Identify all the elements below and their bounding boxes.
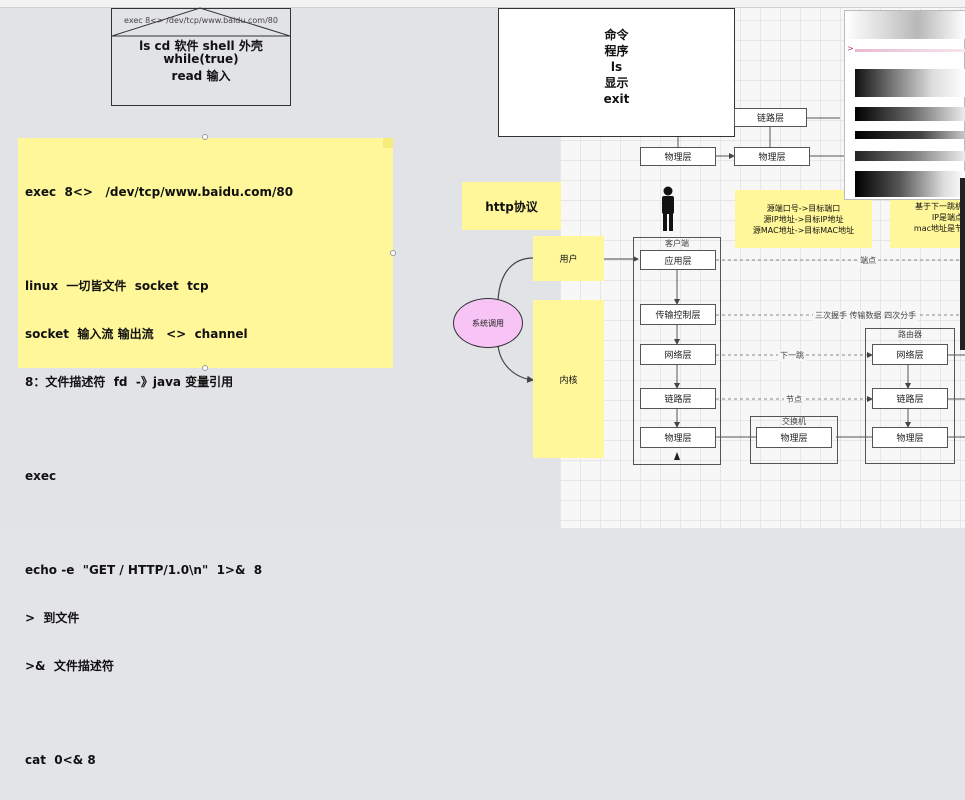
router-physical-layer[interactable]: 物理层 (872, 427, 948, 448)
popup-header-gradient (845, 11, 965, 39)
main-note-line1: exec 8<> /dev/tcp/www.baidu.com/80 (25, 185, 294, 199)
main-note-line5: exec (25, 469, 57, 483)
conn-label-endpoint: 端点 (858, 255, 878, 266)
client-app-layer[interactable]: 应用层 (640, 250, 716, 270)
popup-gradient-4 (855, 151, 965, 161)
router-network-layer[interactable]: 网络层 (872, 344, 948, 365)
client-physical-layer[interactable]: 物理层 (640, 427, 716, 448)
command-line3: ls (610, 60, 623, 74)
router-container[interactable] (865, 328, 955, 464)
main-note-line7: > 到文件 (25, 611, 80, 625)
top-phys-layer-2[interactable]: 物理层 (734, 147, 810, 166)
address-line3: 源MAC地址->目标MAC地址 (752, 226, 855, 235)
main-note-line8: >& 文件描述符 (25, 659, 114, 673)
main-note-fold (383, 138, 393, 148)
popup-marker: > (847, 44, 854, 53)
popup-gradient-5 (855, 171, 965, 197)
command-line2: 程序 (604, 44, 629, 58)
conn-label-handshake: 三次握手 传输数据 四次分手 (813, 310, 919, 321)
command-box[interactable]: 命令 程序 ls 显示 exit (498, 8, 735, 137)
resize-handle-bottom[interactable] (202, 365, 208, 371)
shell-box-line3: read 输入 (171, 69, 231, 83)
address-line2: 源IP地址->目标IP地址 (763, 215, 844, 224)
conn-label-node: 节点 (784, 394, 804, 405)
main-note-line2: linux 一切皆文件 socket tcp (25, 279, 209, 293)
person-icon (658, 186, 678, 232)
shell-box[interactable] (111, 8, 291, 106)
top-link-layer[interactable]: 链路层 (734, 108, 807, 127)
command-line4: 显示 (604, 76, 629, 90)
syscall-ellipse[interactable]: 系统调用 (453, 298, 523, 348)
command-line5: exit (603, 92, 630, 106)
popup-gradient-1 (855, 69, 965, 97)
address-line1: 源端口号->目标端口 (766, 204, 841, 213)
command-line1: 命令 (604, 28, 629, 42)
top-phys-layer-1[interactable]: 物理层 (640, 147, 716, 166)
resize-handle-top[interactable] (202, 134, 208, 140)
main-note-line3: socket 输入流 输出流 <> channel (25, 327, 248, 341)
user-note[interactable]: 用户 (533, 236, 604, 281)
popup-gradient-2 (855, 107, 965, 121)
kernel-note[interactable]: 内核 (533, 300, 604, 458)
client-link-layer[interactable]: 链路层 (640, 388, 716, 409)
gradient-popup[interactable]: > (844, 10, 965, 200)
http-note[interactable]: http协议 (462, 182, 561, 230)
switch-container[interactable] (750, 416, 838, 464)
main-note[interactable]: exec 8<> /dev/tcp/www.baidu.com/80 linux… (18, 138, 393, 767)
right-note-line3: mac地址是节 (913, 224, 963, 233)
resize-handle-right[interactable] (390, 250, 396, 256)
router-link-layer[interactable]: 链路层 (872, 388, 948, 409)
main-note-line6: echo -e "GET / HTTP/1.0\n" 1>& 8 (25, 563, 263, 577)
client-container[interactable] (633, 237, 721, 465)
main-note-line4: 8：文件描述符 fd -》java 变量引用 (25, 375, 234, 389)
shell-box-line1: ls cd 软件 shell 外壳 (139, 39, 263, 53)
switch-physical-layer[interactable]: 物理层 (756, 427, 832, 448)
scrollbar-edge[interactable] (960, 178, 965, 350)
address-note[interactable]: 源端口号->目标端口 源IP地址->目标IP地址 源MAC地址->目标MAC地址 (735, 190, 872, 248)
router-title: 路由器 (898, 330, 922, 339)
main-note-line9: cat 0<& 8 (25, 753, 96, 767)
shell-box-line2: while(true) (163, 52, 239, 66)
right-note-line1: 基于下一跳机 (915, 202, 963, 211)
client-network-layer[interactable]: 网络层 (640, 344, 716, 365)
conn-label-next-hop: 下一跳 (778, 350, 806, 361)
shell-box-title: exec 8<> /dev/tcp/www.baidu.com/80 (124, 16, 278, 25)
switch-title: 交换机 (782, 417, 806, 426)
client-title: 客户端 (665, 239, 689, 248)
popup-pink-bar (855, 49, 965, 52)
right-note-line2: IP是端点 (931, 213, 963, 222)
client-transport-layer[interactable]: 传输控制层 (640, 304, 716, 325)
popup-gradient-3 (855, 131, 965, 139)
toolbar-strip (0, 0, 965, 8)
